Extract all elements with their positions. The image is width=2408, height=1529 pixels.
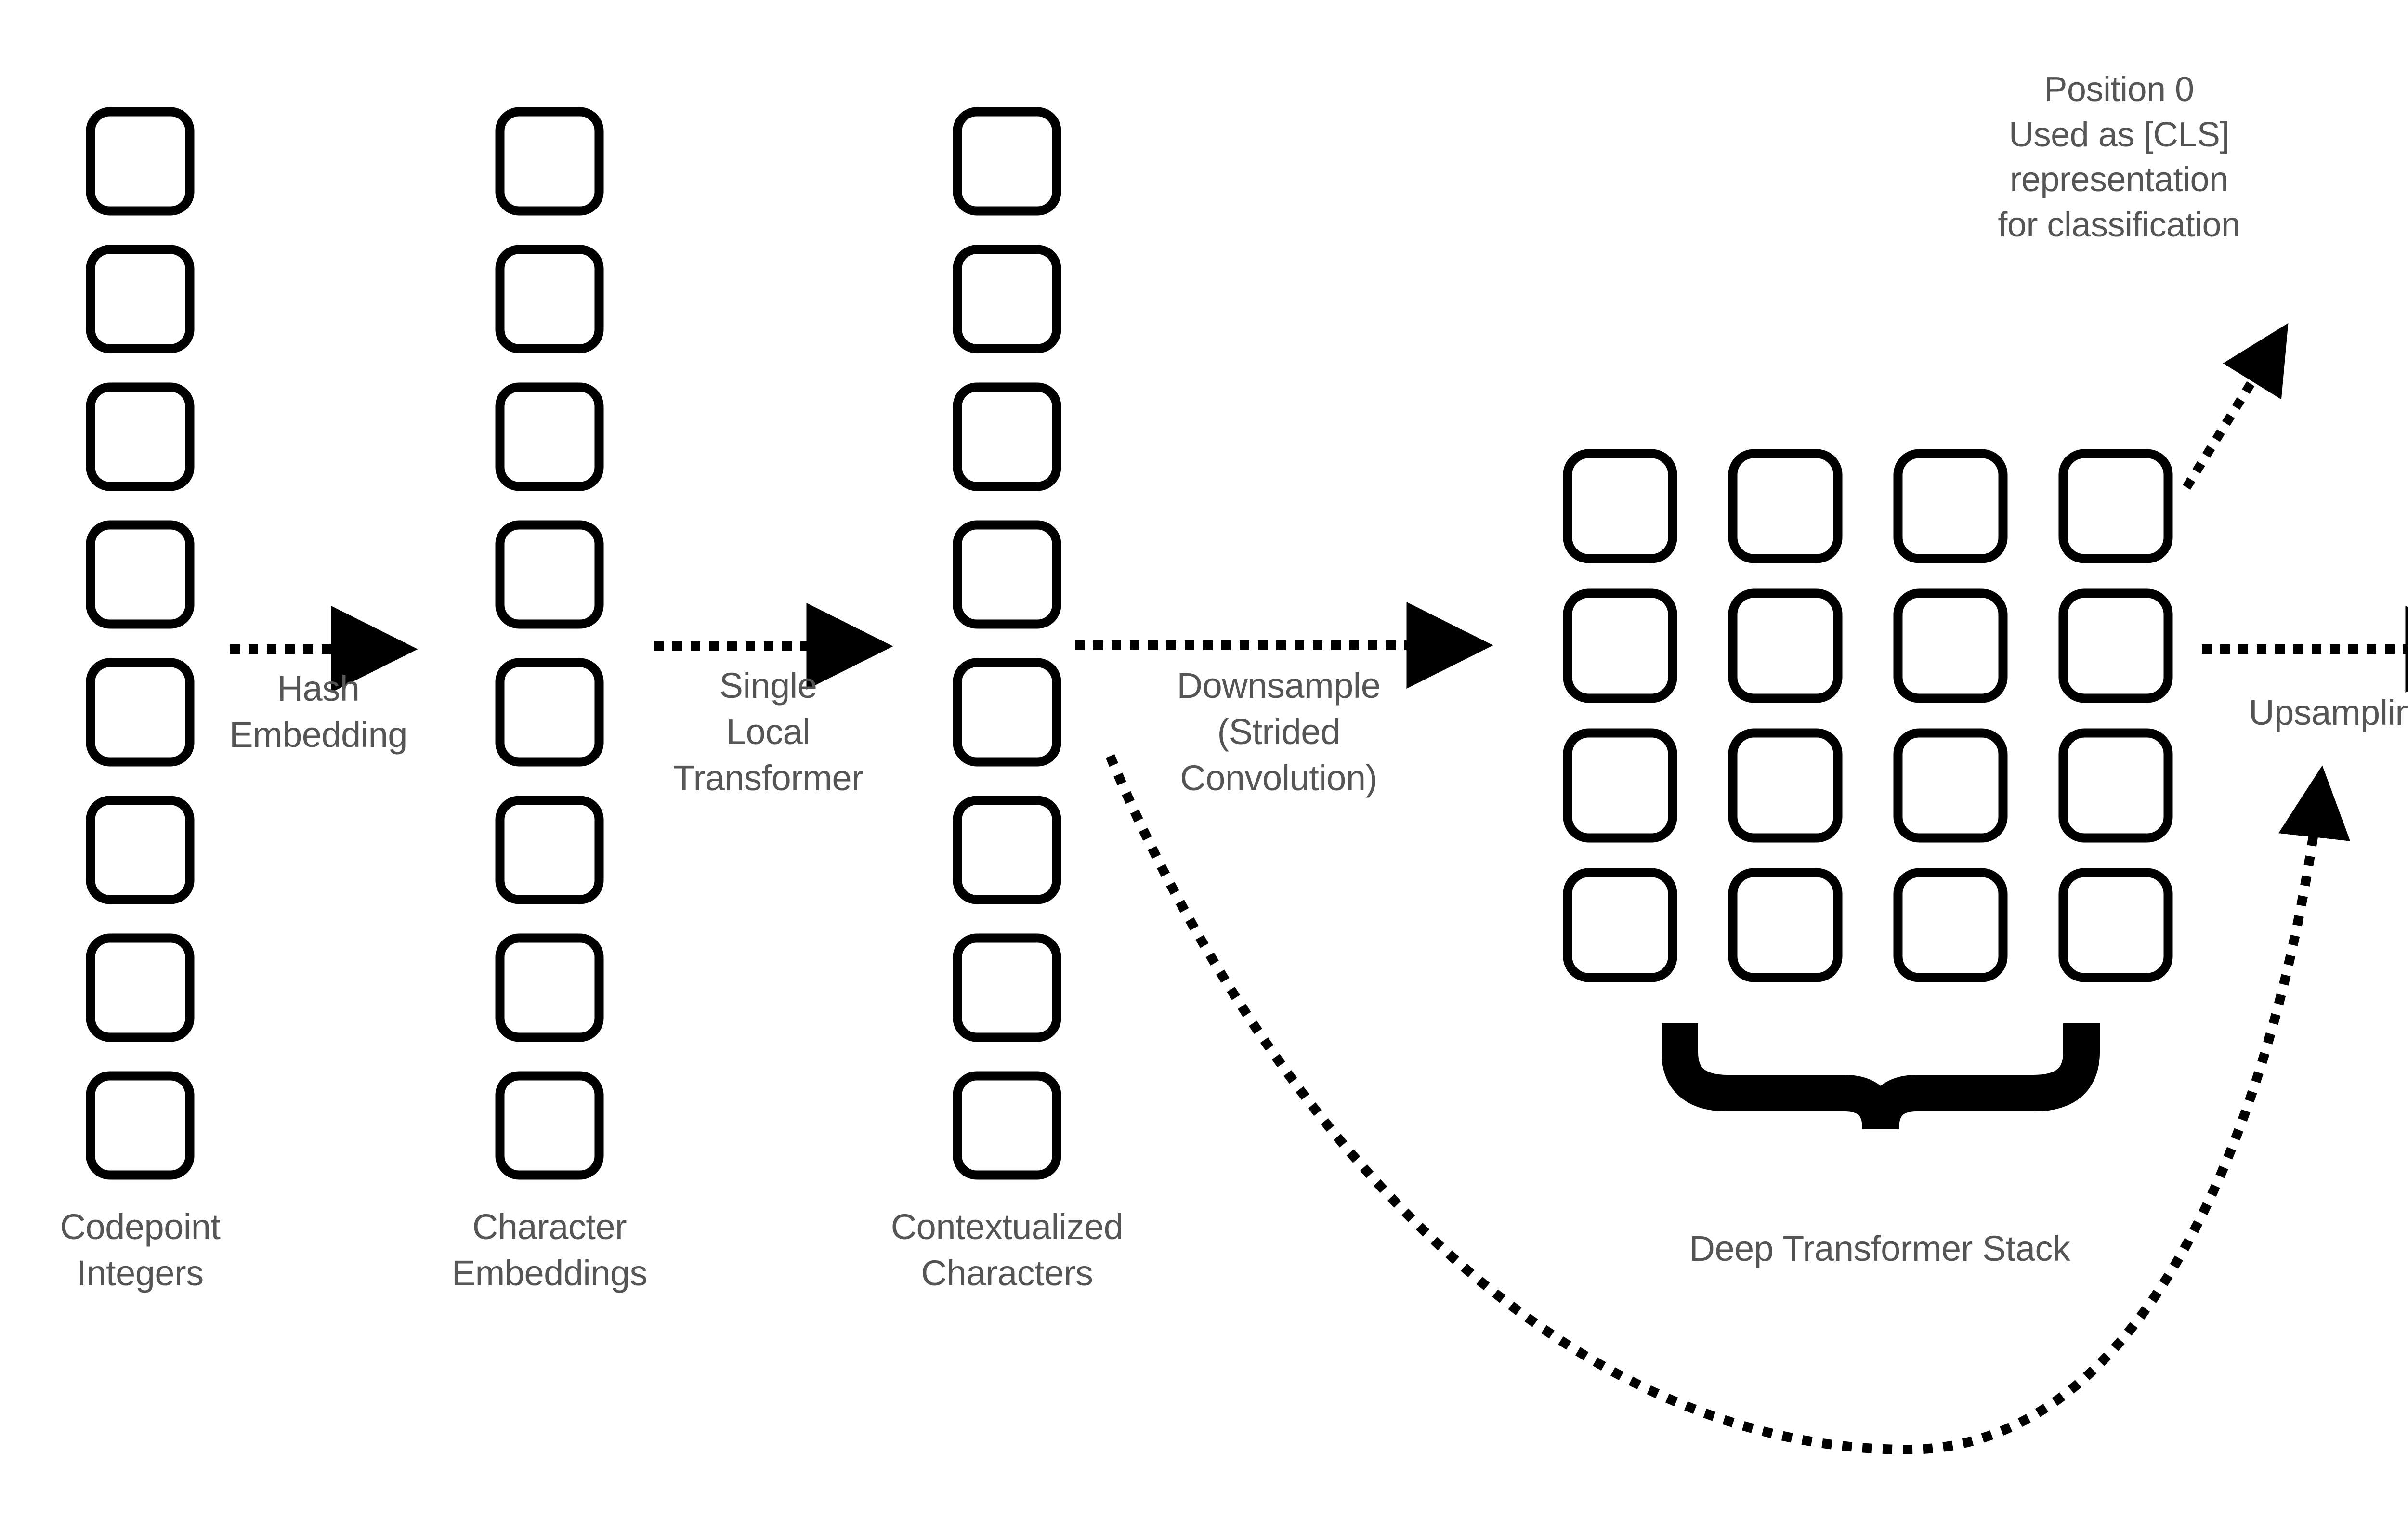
unit-box <box>86 520 195 629</box>
stack-cell <box>1728 728 1843 843</box>
unit-box <box>495 1071 604 1180</box>
stack-cell <box>1893 728 2008 843</box>
column-caption-character-embeddings: Character Embeddings <box>451 1207 648 1294</box>
unit-box <box>86 107 195 216</box>
unit-box <box>953 245 1061 353</box>
edge-arrows <box>230 602 2408 693</box>
stack-cell <box>1893 868 2008 982</box>
unit-box <box>495 107 604 216</box>
annotation-position-zero-cls: Position 0 Used as [CLS] representation … <box>1998 70 2240 244</box>
stack-cell <box>1728 868 1843 982</box>
transformer-stack-boxes <box>1563 449 2173 982</box>
arrow-position-zero-cls <box>2182 323 2289 490</box>
unit-box <box>495 933 604 1042</box>
unit-box <box>86 658 195 767</box>
column-caption-codepoint-integers: Codepoint Integers <box>60 1207 221 1294</box>
edge-label-single-local-transformer: Single Local Transformer <box>673 666 864 798</box>
unit-box <box>953 933 1061 1042</box>
edge-label-downsample: Downsample (Strided Convolution) <box>1177 666 1381 798</box>
transformer-stack-caption: Deep Transformer Stack <box>1689 1228 2070 1268</box>
unit-box <box>495 658 604 767</box>
stack-cell <box>1728 449 1843 563</box>
stack-cell <box>1563 588 1677 703</box>
column-contextualized-characters-boxes <box>953 107 1061 1180</box>
unit-box <box>953 796 1061 904</box>
unit-box <box>953 107 1061 216</box>
unit-box <box>953 658 1061 767</box>
column-codepoint-integers-boxes <box>86 107 195 1180</box>
unit-box <box>86 382 195 491</box>
stack-cell <box>1893 588 2008 703</box>
stack-cell <box>2058 868 2173 982</box>
unit-box <box>495 796 604 904</box>
stack-cell <box>1893 449 2008 563</box>
unit-box <box>86 245 195 353</box>
column-caption-contextualized-characters: Contextualized Characters <box>890 1207 1124 1294</box>
column-character-embeddings-boxes <box>495 107 604 1180</box>
unit-box <box>495 245 604 353</box>
stack-cell <box>1563 868 1677 982</box>
unit-box <box>953 1071 1061 1180</box>
unit-box <box>86 933 195 1042</box>
unit-box <box>953 520 1061 629</box>
unit-box <box>953 382 1061 491</box>
stack-cell <box>2058 588 2173 703</box>
edge-label-upsampling: Upsampling <box>2249 693 2408 732</box>
unit-box <box>495 520 604 629</box>
stack-cell <box>1728 588 1843 703</box>
arrow-residual-skip <box>1105 754 2351 1455</box>
stack-cell <box>1563 449 1677 563</box>
unit-box <box>495 382 604 491</box>
stack-brace <box>1662 1023 2100 1130</box>
unit-box <box>86 796 195 904</box>
stack-cell <box>2058 728 2173 843</box>
stack-cell <box>2058 449 2173 563</box>
edge-label-hash-embedding: Hash Embedding <box>229 668 407 755</box>
stack-cell <box>1563 728 1677 843</box>
unit-box <box>86 1071 195 1180</box>
